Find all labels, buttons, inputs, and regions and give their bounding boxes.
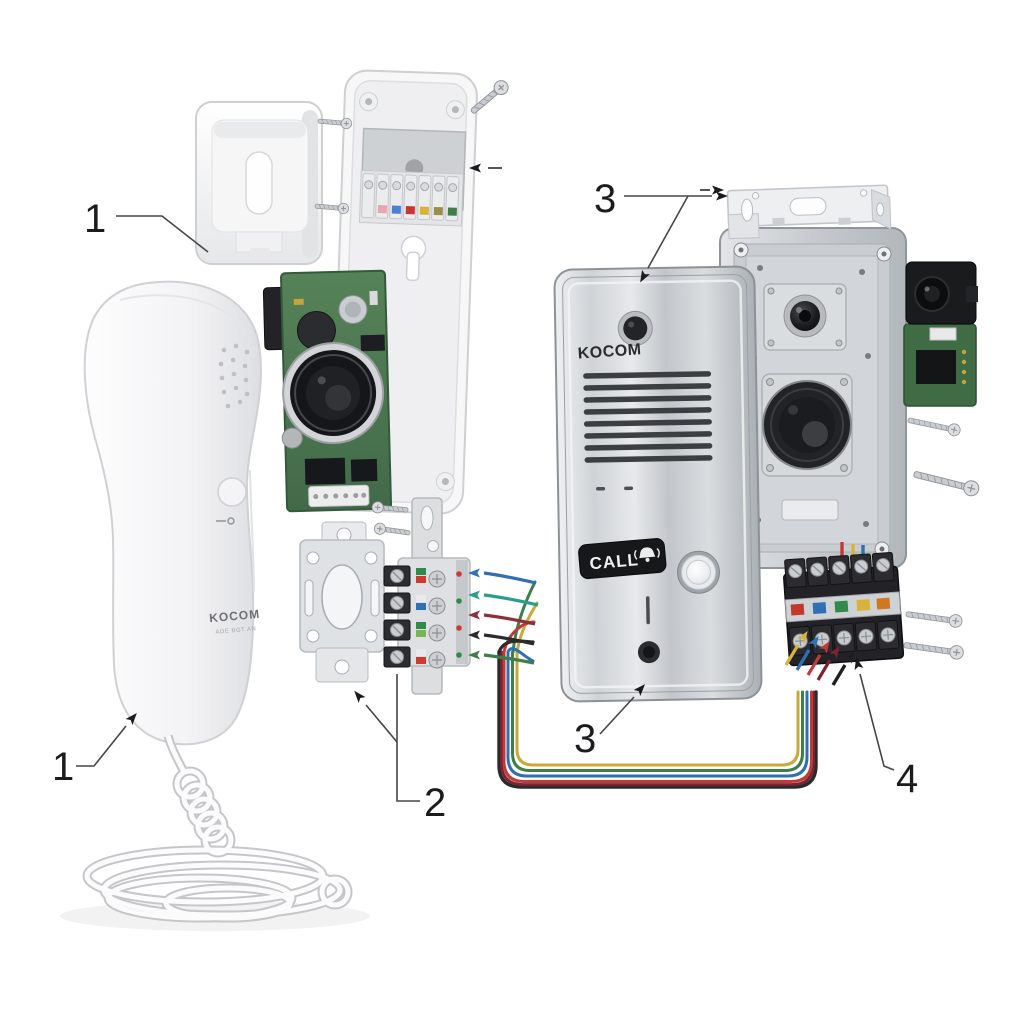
wire-arrows-indoor [468, 568, 539, 665]
indicator-mark [596, 486, 606, 491]
camera-hole [617, 310, 653, 346]
callout-1-bottom: 1 [52, 709, 141, 789]
microphone-capsule [281, 427, 303, 449]
pcb-speaker [282, 342, 385, 445]
pcb-connector [308, 484, 370, 508]
keyhole-slot [400, 235, 427, 282]
earpiece-holes [218, 343, 250, 409]
handset-cradle [195, 101, 323, 265]
volume-icon [216, 517, 235, 525]
panel-slot [645, 596, 650, 625]
call-label-text: CALL [589, 550, 640, 573]
camera-module-pcb [903, 261, 978, 407]
bottom-screw-hole [637, 641, 660, 664]
wire-arrows-outdoor [784, 628, 859, 686]
screw-icon [911, 466, 981, 499]
callout-number: 3 [574, 717, 596, 761]
direction-arrow-left-icon [469, 163, 502, 173]
ic-chip [304, 457, 346, 485]
screw-icon [904, 607, 964, 629]
bell-icon [634, 547, 660, 562]
terminal-screws-top [784, 551, 895, 589]
terminal-screws-bottom [788, 619, 900, 657]
leader-line [116, 215, 209, 253]
terminal-label-strip [784, 591, 902, 623]
door-station-front-panel: KOCOM CALL [553, 265, 763, 703]
indoor-terminal-block [383, 557, 471, 669]
indoor-terminal-assembly [371, 497, 471, 695]
outdoor-mounting-bracket [726, 184, 892, 240]
chassis-speaker [761, 373, 853, 477]
handset-brand-text: KOCOM [209, 607, 261, 625]
callout-number: 4 [896, 757, 918, 801]
handset-model-text: ADE BGT AN [215, 626, 256, 636]
callout-number: 3 [594, 177, 616, 221]
handset: KOCOM ADE BGT AN [83, 280, 262, 746]
handset-button [217, 477, 247, 507]
callout-number: 2 [424, 781, 446, 825]
outdoor-terminal-block [783, 551, 905, 667]
callout-2: 2 [350, 674, 446, 825]
ic-chip [350, 458, 378, 482]
screw-icon [906, 413, 962, 438]
door-station-brand-text: KOCOM [577, 341, 642, 362]
callout-3-bottom: 3 [574, 681, 649, 761]
screw-icon [373, 521, 412, 540]
call-button [677, 550, 721, 594]
speaker-pcb [262, 269, 393, 513]
callout-4: 4 [851, 656, 918, 801]
direction-arrow-right-icon [700, 185, 724, 195]
callout-1-top: 1 [84, 197, 209, 253]
screw-icon [902, 637, 965, 661]
callout-number: 1 [84, 197, 106, 241]
indicator-mark [624, 486, 634, 491]
callout-3-top: 3 [594, 177, 728, 285]
chassis-camera-plate [763, 283, 847, 351]
handset-hook [245, 151, 273, 215]
handset-cord [82, 734, 353, 923]
indoor-mounting-bracket [299, 521, 385, 683]
speaker-grille [583, 371, 713, 463]
callout-number: 1 [52, 745, 74, 789]
chassis-slot [781, 499, 839, 521]
ic-chip [916, 350, 956, 384]
wall-plate-terminal-strip [358, 169, 464, 227]
call-label-plate: CALL [578, 538, 667, 580]
